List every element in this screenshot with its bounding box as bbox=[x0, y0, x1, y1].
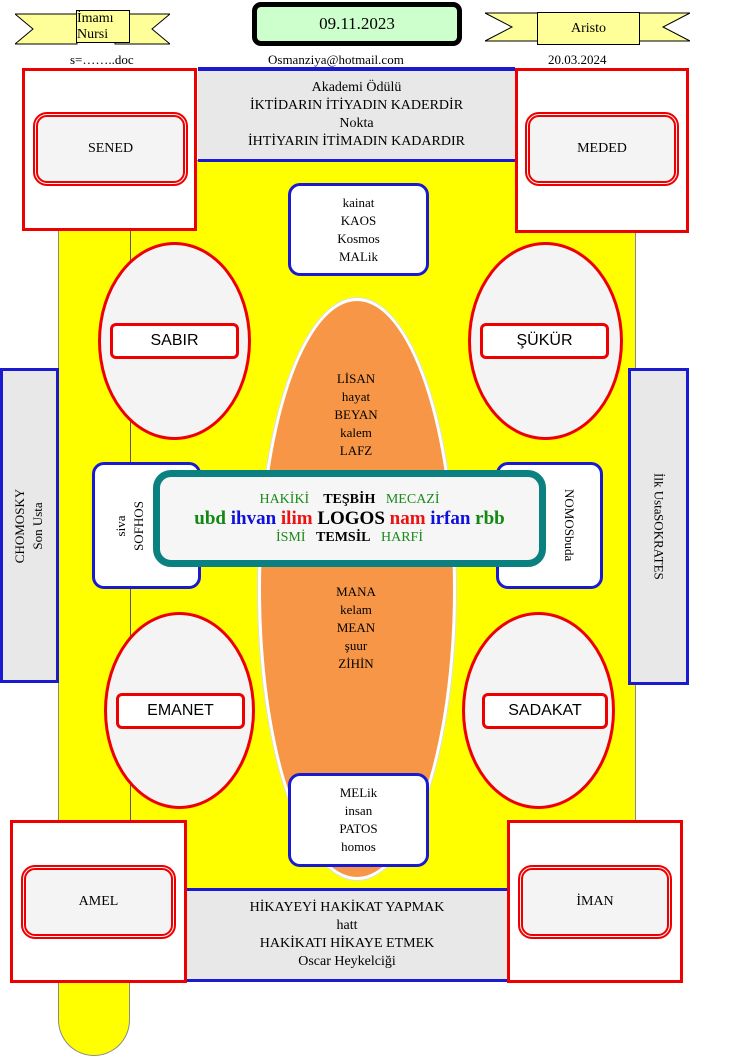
orange-line: LAFZ bbox=[339, 443, 373, 458]
side-line: SOFHOS bbox=[130, 500, 146, 551]
mecazi: MECAZİ bbox=[385, 491, 440, 507]
sened-box: SENED bbox=[33, 112, 188, 186]
side-line: buda bbox=[562, 536, 577, 562]
orange-line: MANA bbox=[336, 584, 376, 599]
emanet-label: EMANET bbox=[116, 693, 245, 729]
orange-line: MEAN bbox=[336, 620, 376, 635]
tesbih: TEŞBİH bbox=[323, 491, 376, 507]
box-line: kainat bbox=[342, 194, 375, 210]
box-line: Kosmos bbox=[337, 230, 380, 246]
orange-line: şuur bbox=[344, 638, 368, 653]
left-ribbon-label: İmamı Nursi bbox=[76, 10, 130, 43]
iman-label: İMAN bbox=[576, 894, 614, 909]
harfi: HARFİ bbox=[381, 529, 424, 545]
irfan: irfan bbox=[430, 507, 471, 529]
box-line: PATOS bbox=[339, 821, 378, 836]
date-text: 09.11.2023 bbox=[319, 14, 395, 33]
nam: nam bbox=[389, 507, 426, 529]
logos-box: HAKİKİ TEŞBİH MECAZİ ubd ihvan ilim LOGO… bbox=[153, 470, 546, 567]
side-line: NOMOS bbox=[562, 489, 577, 537]
box-line: MELik bbox=[339, 785, 378, 800]
side-line: CHOMOSKY bbox=[12, 488, 28, 563]
sadakat-text: SADAKAT bbox=[508, 702, 582, 719]
side-line: İlk Usta bbox=[651, 472, 667, 515]
sadakat-label: SADAKAT bbox=[482, 693, 608, 729]
logos: LOGOS bbox=[317, 507, 385, 529]
center-row-2: ubd ihvan ilim LOGOS nam irfan rbb bbox=[194, 508, 504, 530]
temsil: TEMSİL bbox=[316, 529, 371, 545]
hakiki: HAKİKİ bbox=[259, 491, 310, 507]
sabir-text: SABIR bbox=[150, 332, 199, 349]
side-line: Son Usta bbox=[30, 501, 46, 550]
side-line: SOKRATES bbox=[651, 514, 667, 581]
motto-line: HİKAYEYİ HAKİKAT YAPMAK bbox=[249, 900, 445, 915]
ubd: ubd bbox=[194, 507, 226, 529]
motto-line: hatt bbox=[336, 918, 358, 933]
box-line: homos bbox=[341, 839, 376, 854]
motto-line: İHTİYARIN İTİMADIN KADARDIR bbox=[248, 134, 465, 149]
side-line: siva bbox=[112, 515, 128, 536]
orange-line: hayat bbox=[341, 389, 371, 404]
emanet-text: EMANET bbox=[147, 702, 214, 719]
ismi: İSMİ bbox=[275, 529, 306, 545]
orange-line: kelam bbox=[340, 602, 372, 617]
sened-label: SENED bbox=[87, 141, 134, 156]
orange-line: LİSAN bbox=[336, 371, 376, 386]
orange-line: ZİHİN bbox=[338, 656, 374, 671]
motto-line: İKTİDARIN İTİYADIN KADERDİR bbox=[249, 98, 464, 113]
motto-line: Nokta bbox=[339, 116, 374, 131]
orange-line: kalem bbox=[340, 425, 372, 440]
rbb: rbb bbox=[475, 507, 505, 529]
ilim: ilim bbox=[280, 507, 313, 529]
box-line: KAOS bbox=[340, 212, 377, 228]
sukur-label: ŞÜKÜR bbox=[480, 323, 609, 359]
iman-box: İMAN bbox=[518, 865, 672, 939]
right-ribbon-icon bbox=[485, 12, 690, 42]
center-row-3: İSMİ TEMSİL HARFİ bbox=[276, 530, 423, 546]
meded-label: MEDED bbox=[577, 141, 627, 156]
motto-line: Oscar Heykelciği bbox=[298, 954, 396, 969]
email-text[interactable]: Osmanziya@hotmail.com bbox=[268, 52, 404, 67]
right-ribbon-label: Aristo bbox=[537, 12, 640, 45]
box-line: MALik bbox=[339, 248, 378, 264]
motto-line: HAKİKATI HİKAYE ETMEK bbox=[259, 936, 435, 951]
meded-box: MEDED bbox=[525, 112, 679, 186]
file-note: s=……..doc bbox=[70, 52, 134, 67]
ihvan: ihvan bbox=[230, 507, 277, 529]
sabir-label: SABIR bbox=[110, 323, 239, 359]
orange-line: BEYAN bbox=[334, 407, 378, 422]
box-line: insan bbox=[344, 803, 373, 818]
date-box: 09.11.2023 bbox=[252, 2, 462, 46]
center-row-1: HAKİKİ TEŞBİH MECAZİ bbox=[259, 492, 439, 508]
sukur-text: ŞÜKÜR bbox=[516, 332, 573, 349]
amel-box: AMEL bbox=[21, 865, 176, 939]
motto-line: Akademi Ödülü bbox=[311, 80, 402, 95]
amel-label: AMEL bbox=[78, 894, 119, 909]
second-date: 20.03.2024 bbox=[548, 52, 607, 67]
